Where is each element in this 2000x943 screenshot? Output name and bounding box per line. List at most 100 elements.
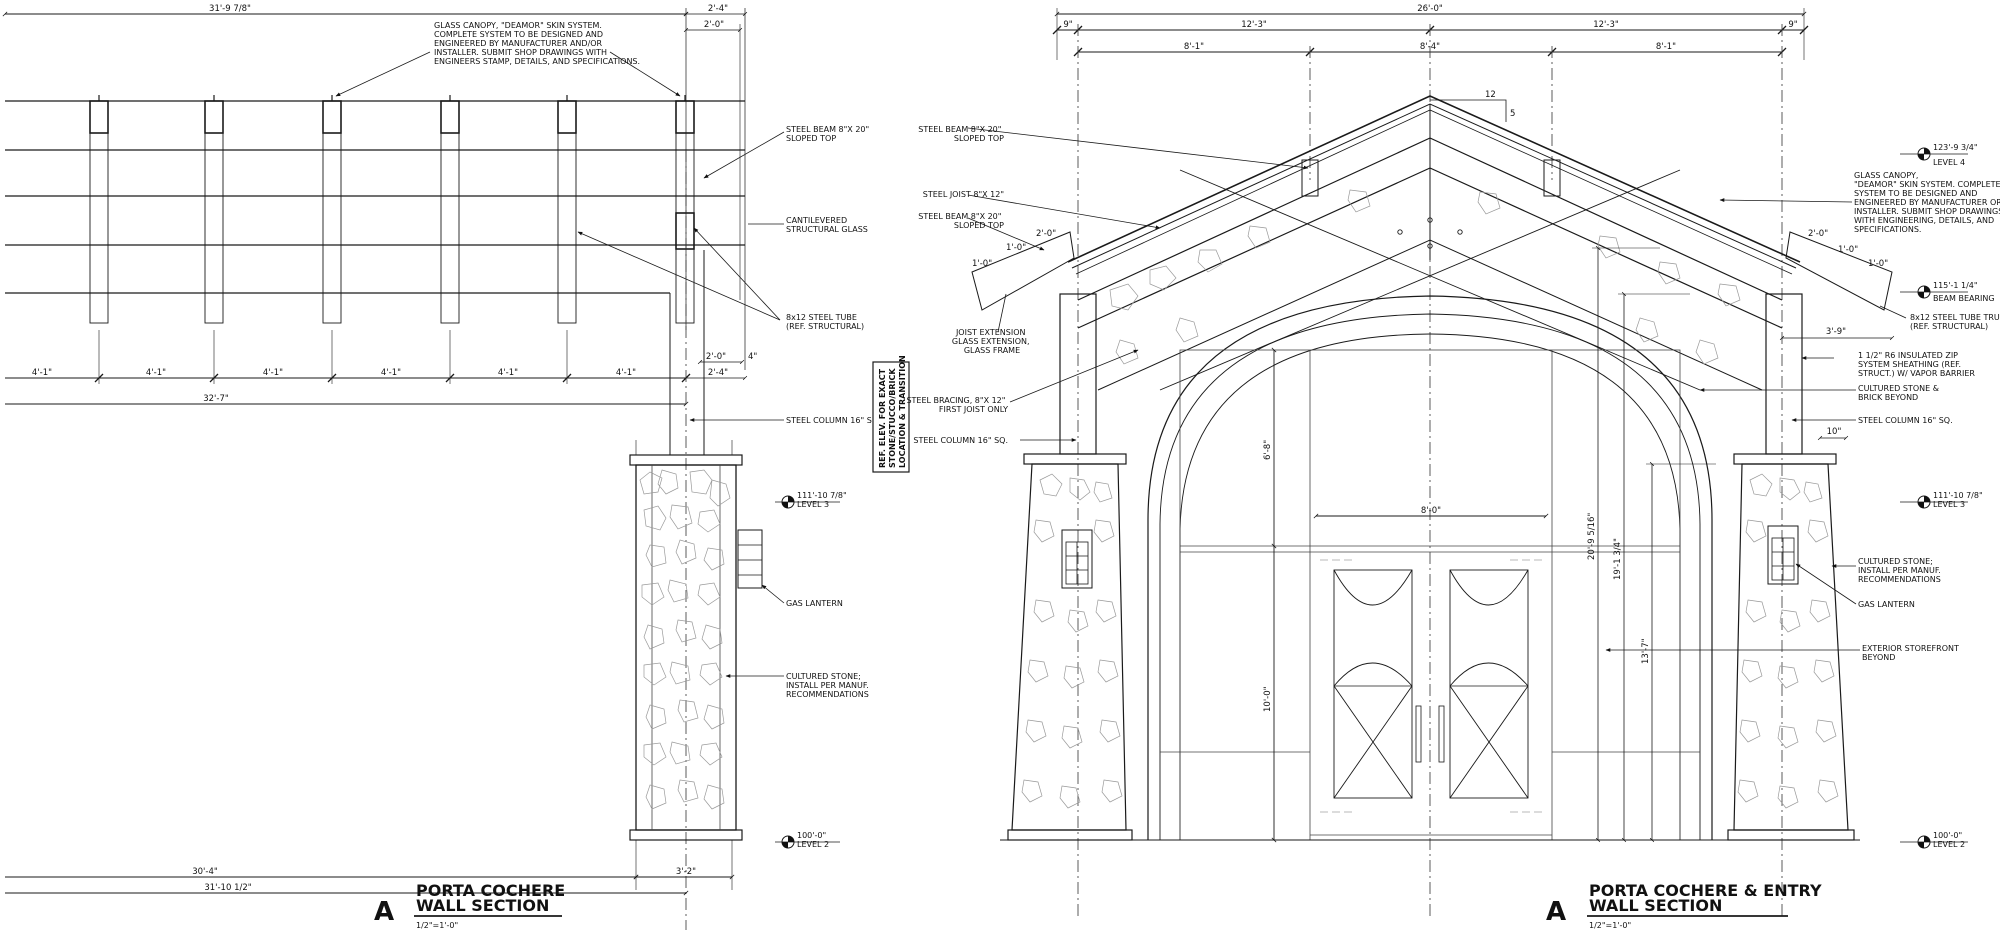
dim-col-a: 3'-9" — [1826, 327, 1846, 337]
title-block-left: A PORTA COCHERE WALL SECTION 1/2"=1'-0" — [374, 881, 565, 930]
dim-overall-right: 26'-0" — [1417, 4, 1443, 14]
note-steel-bracing: STEEL BRACING, 8"X 12" FIRST JOIST ONLY — [906, 396, 1008, 414]
dim-bay-l: 8'-1" — [1184, 42, 1204, 52]
right-wall-section: 26'-0" 9" 12'-3" 12'-3" 9" 8'-1" 8'-4" 8… — [906, 4, 2000, 930]
roof-structure: 12 5 2'-0" 1'-0" 1'-0" 2'-0" 1'-0" 1'-0" — [971, 90, 1893, 391]
left-leaders — [335, 51, 785, 678]
pier-right — [1727, 293, 1855, 841]
note-stone-brick: CULTURED STONE & BRICK BEYOND — [1858, 384, 1941, 402]
bay-dim-3: 4'-1" — [263, 368, 283, 378]
section-marker-left: A — [374, 897, 394, 927]
level-2-elev: 100'-0" — [797, 831, 826, 840]
dim-bay-r: 8'-1" — [1656, 42, 1676, 52]
level-marker-left-2: 100'-0" LEVEL 2 — [775, 831, 840, 849]
section-marker-right: A — [1546, 897, 1566, 927]
title-block-right: A PORTA COCHERE & ENTRY WALL SECTION 1/2… — [1546, 881, 1822, 930]
eave-dim-e: 1'-0" — [1838, 245, 1858, 255]
dim-col-b: 10" — [1827, 427, 1842, 437]
level-3-name-right: LEVEL 3 — [1933, 500, 1965, 509]
bay-dim-6: 4'-1" — [616, 368, 636, 378]
dim-door-width: 8'-0" — [1421, 506, 1441, 516]
steel-column — [635, 150, 733, 930]
note-cultured-stone-right: CULTURED STONE; INSTALL PER MANUF. RECOM… — [1858, 557, 1943, 584]
level-3-name: LEVEL 3 — [797, 500, 829, 509]
eave-dim-b: 1'-0" — [1006, 243, 1026, 253]
dim-mid-right-c: 4" — [748, 352, 757, 362]
note-cantilevered: CANTILEVERED STRUCTURAL GLASS — [786, 216, 868, 234]
vertical-dimensions-right: 6'-8" 10'-0" 8'-0" 20'-9 5/16" 19'-1 3/4… — [1263, 245, 1895, 843]
note-steel-beam-left: STEEL BEAM 8"X 20" SLOPED TOP — [786, 125, 872, 143]
left-wall-section: 31'-9 7/8" 2'-4" 2'-0" — [2, 4, 910, 930]
pier-left — [1007, 293, 1133, 841]
dim-height-3: 13'-7" — [1641, 638, 1651, 664]
level-2-elev-right: 100'-0" — [1933, 831, 1962, 840]
eave-dim-f: 1'-0" — [1868, 259, 1888, 269]
level-2-name: LEVEL 2 — [797, 840, 829, 849]
title-left-line2: WALL SECTION — [416, 896, 549, 915]
eave-dim-a: 2'-0" — [1036, 229, 1056, 239]
note-glass-canopy-right: GLASS CANOPY, "DEAMOR" SKIN SYSTEM. COMP… — [1854, 171, 2000, 234]
level-4-elev: 123'-9 3/4" — [1933, 143, 1978, 152]
note-zip-sheathing: 1 1/2" R6 INSULATED ZIP SYSTEM SHEATHING… — [1858, 351, 1975, 378]
dim-bottom-b: 31'-10 1/2" — [204, 883, 251, 893]
level-2-name-right: LEVEL 2 — [1933, 840, 1965, 849]
dim-edge-l: 9" — [1063, 20, 1072, 30]
note-steel-column-right-l: STEEL COLUMN 16" SQ. — [913, 436, 1008, 445]
note-storefront: EXTERIOR STOREFRONT BEYOND — [1862, 644, 1961, 662]
dim-edge-r: 9" — [1788, 20, 1797, 30]
pitch-rise: 5 — [1510, 109, 1515, 119]
dim-top-right-a: 2'-4" — [708, 4, 728, 14]
title-right-line2: WALL SECTION — [1589, 896, 1722, 915]
note-steel-joist: STEEL JOIST 8"X 12" — [923, 190, 1004, 199]
gable-stone — [1109, 189, 1741, 365]
note-steel-column-left: STEEL COLUMN 16" S — [786, 416, 872, 425]
level-marker-right-4: 123'-9 3/4" LEVEL 4 — [1900, 143, 1978, 167]
level-marker-right-beam: 115'-1 1/4" BEAM BEARING — [1900, 281, 1995, 303]
level-3-elev: 111'-10 7/8" — [797, 491, 847, 500]
title-left-line1: PORTA COCHERE — [416, 881, 565, 900]
dim-transom: 6'-8" — [1263, 440, 1273, 460]
dim-bottom-c: 3'-2" — [676, 867, 696, 877]
bay-dimensions: 4'-1" 4'-1" 4'-1" 4'-1" 4'-1" 4'-1" — [5, 330, 691, 384]
note-steel-beam-right-1: STEEL BEAM 8"X 20" SLOPED TOP — [918, 125, 1004, 143]
scale-left: 1/2"=1'-0" — [416, 921, 458, 930]
scale-right: 1/2"=1'-0" — [1589, 921, 1631, 930]
bottom-dimensions-left: 30'-4" 31'-10 1/2" 3'-2" — [5, 840, 735, 896]
note-gas-lantern-right: GAS LANTERN — [1858, 600, 1915, 609]
beam-bearing-elev: 115'-1 1/4" — [1933, 281, 1978, 290]
dim-half-l: 12'-3" — [1241, 20, 1267, 30]
dim-bottom-a: 30'-4" — [192, 867, 218, 877]
level-marker-right-2: 100'-0" LEVEL 2 — [1900, 831, 1968, 849]
title-right-line1: PORTA COCHERE & ENTRY — [1589, 881, 1822, 900]
beam-bearing-name: BEAM BEARING — [1933, 294, 1995, 303]
level-marker-right-3: 111'-10 7/8" LEVEL 3 — [1900, 491, 1983, 509]
note-steel-beam-right-2: STEEL BEAM 8"X 20" SLOPED TOP — [918, 212, 1004, 230]
bay-dim-4: 4'-1" — [381, 368, 401, 378]
dim-height-2: 19'-1 3/4" — [1613, 538, 1623, 580]
bay-dim-5: 4'-1" — [498, 368, 518, 378]
leaders-right-left — [967, 127, 1309, 442]
bay-dim-1: 4'-1" — [32, 368, 52, 378]
entry-arch — [1147, 295, 1713, 840]
dim-mid-right-b: 2'-4" — [708, 368, 728, 378]
canopy-posts — [89, 95, 695, 324]
note-steel-tube-left: 8x12 STEEL TUBE (REF. STRUCTURAL) — [786, 313, 864, 331]
entry-doors — [1320, 559, 1542, 813]
eave-dim-d: 2'-0" — [1808, 229, 1828, 239]
level-4-name: LEVEL 4 — [1933, 158, 1965, 167]
note-joist-extension: JOIST EXTENSION GLASS EXTENSION, GLASS F… — [952, 328, 1032, 355]
stone-pier — [629, 454, 743, 841]
dim-cantilever: 32'-7" — [203, 394, 229, 404]
bay-dim-2: 4'-1" — [146, 368, 166, 378]
note-glass-canopy-left: GLASS CANOPY, "DEAMOR" SKIN SYSTEM. COMP… — [434, 21, 640, 66]
eave-dim-c: 1'-0" — [972, 259, 992, 269]
dim-door-height: 10'-0" — [1263, 686, 1273, 712]
note-tube-truss: 8x12 STEEL TUBE TRUSS (REF. STRUCTURAL) — [1910, 313, 2000, 331]
level-marker-left-3: 111'-10 7/8" LEVEL 3 — [775, 491, 847, 509]
ref-box-line-2: STONE/STUCCO/BRICK — [888, 368, 897, 468]
top-dimensions-right: 26'-0" 9" 12'-3" 12'-3" 9" 8'-1" 8'-4" 8… — [1052, 4, 1809, 60]
gas-lantern-left — [737, 529, 763, 589]
leaders-right-right — [1605, 198, 1907, 652]
